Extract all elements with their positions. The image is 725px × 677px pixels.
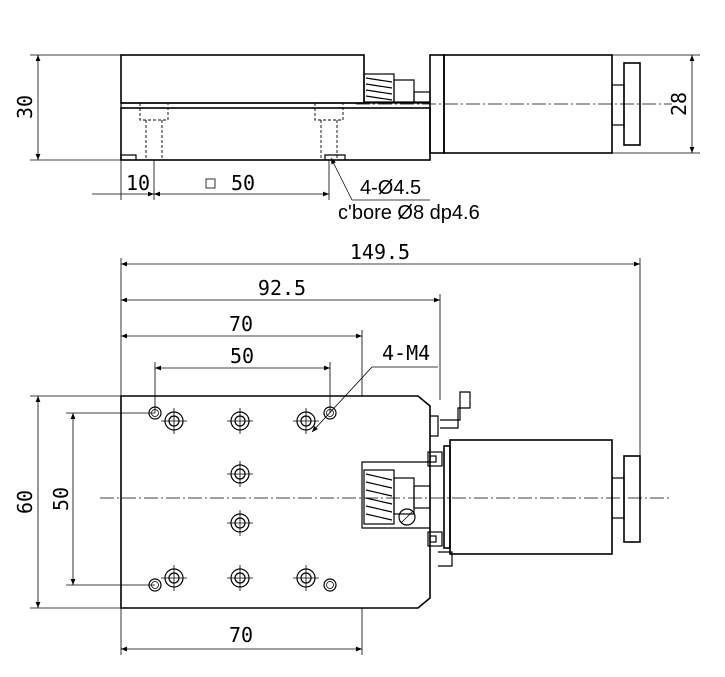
top-view: 149.5 92.5 70 50 4-M4 60 50 70 — [13, 240, 672, 655]
dim-stage-92-5: 92.5 — [258, 276, 306, 300]
cbore-hole — [227, 565, 253, 591]
carriage-outline — [120, 54, 365, 104]
dim-spacing-x-50: 50 — [230, 344, 254, 368]
coupling-housing — [361, 461, 431, 529]
dim-width-70-top: 70 — [229, 312, 253, 336]
coupling-spring — [363, 73, 431, 103]
cbore-hole — [227, 461, 253, 487]
dim-offset-10: 10 — [126, 171, 150, 195]
cbore-hole-right — [314, 103, 344, 160]
cbore-hole — [293, 408, 319, 434]
cbore-hole — [293, 565, 319, 591]
motor-top — [443, 439, 641, 555]
m4-hole — [323, 578, 337, 592]
cbore-hole — [161, 565, 187, 591]
cbore-holes — [161, 408, 319, 591]
dim-motor-28: 28 — [667, 92, 691, 116]
m4-holes — [148, 406, 337, 592]
dim-spacing-y-50: 50 — [49, 487, 73, 511]
cbore-hole — [227, 510, 253, 536]
dim-overall-149-5: 149.5 — [350, 240, 410, 264]
side-view: 30 28 10 50 4-Ø4.5 c'bore Ø8 dp4.6 — [13, 54, 700, 224]
bore-callout-line1: 4-Ø4.5 — [360, 177, 421, 199]
cbore-hole — [227, 408, 253, 434]
dim-height-30: 30 — [13, 95, 37, 119]
bore-callout-line2: c'bore Ø8 dp4.6 — [338, 202, 480, 224]
cbore-hole-left — [139, 103, 169, 160]
cbore-hole — [161, 408, 187, 434]
motor-bracket — [427, 391, 471, 567]
dim-width-70-bottom: 70 — [229, 623, 253, 647]
dim-spacing-50: 50 — [231, 171, 255, 195]
base-outline — [120, 107, 431, 161]
dim-height-60: 60 — [13, 490, 37, 514]
thread-callout-4-m4: 4-M4 — [382, 341, 430, 365]
square-symbol — [205, 178, 216, 189]
